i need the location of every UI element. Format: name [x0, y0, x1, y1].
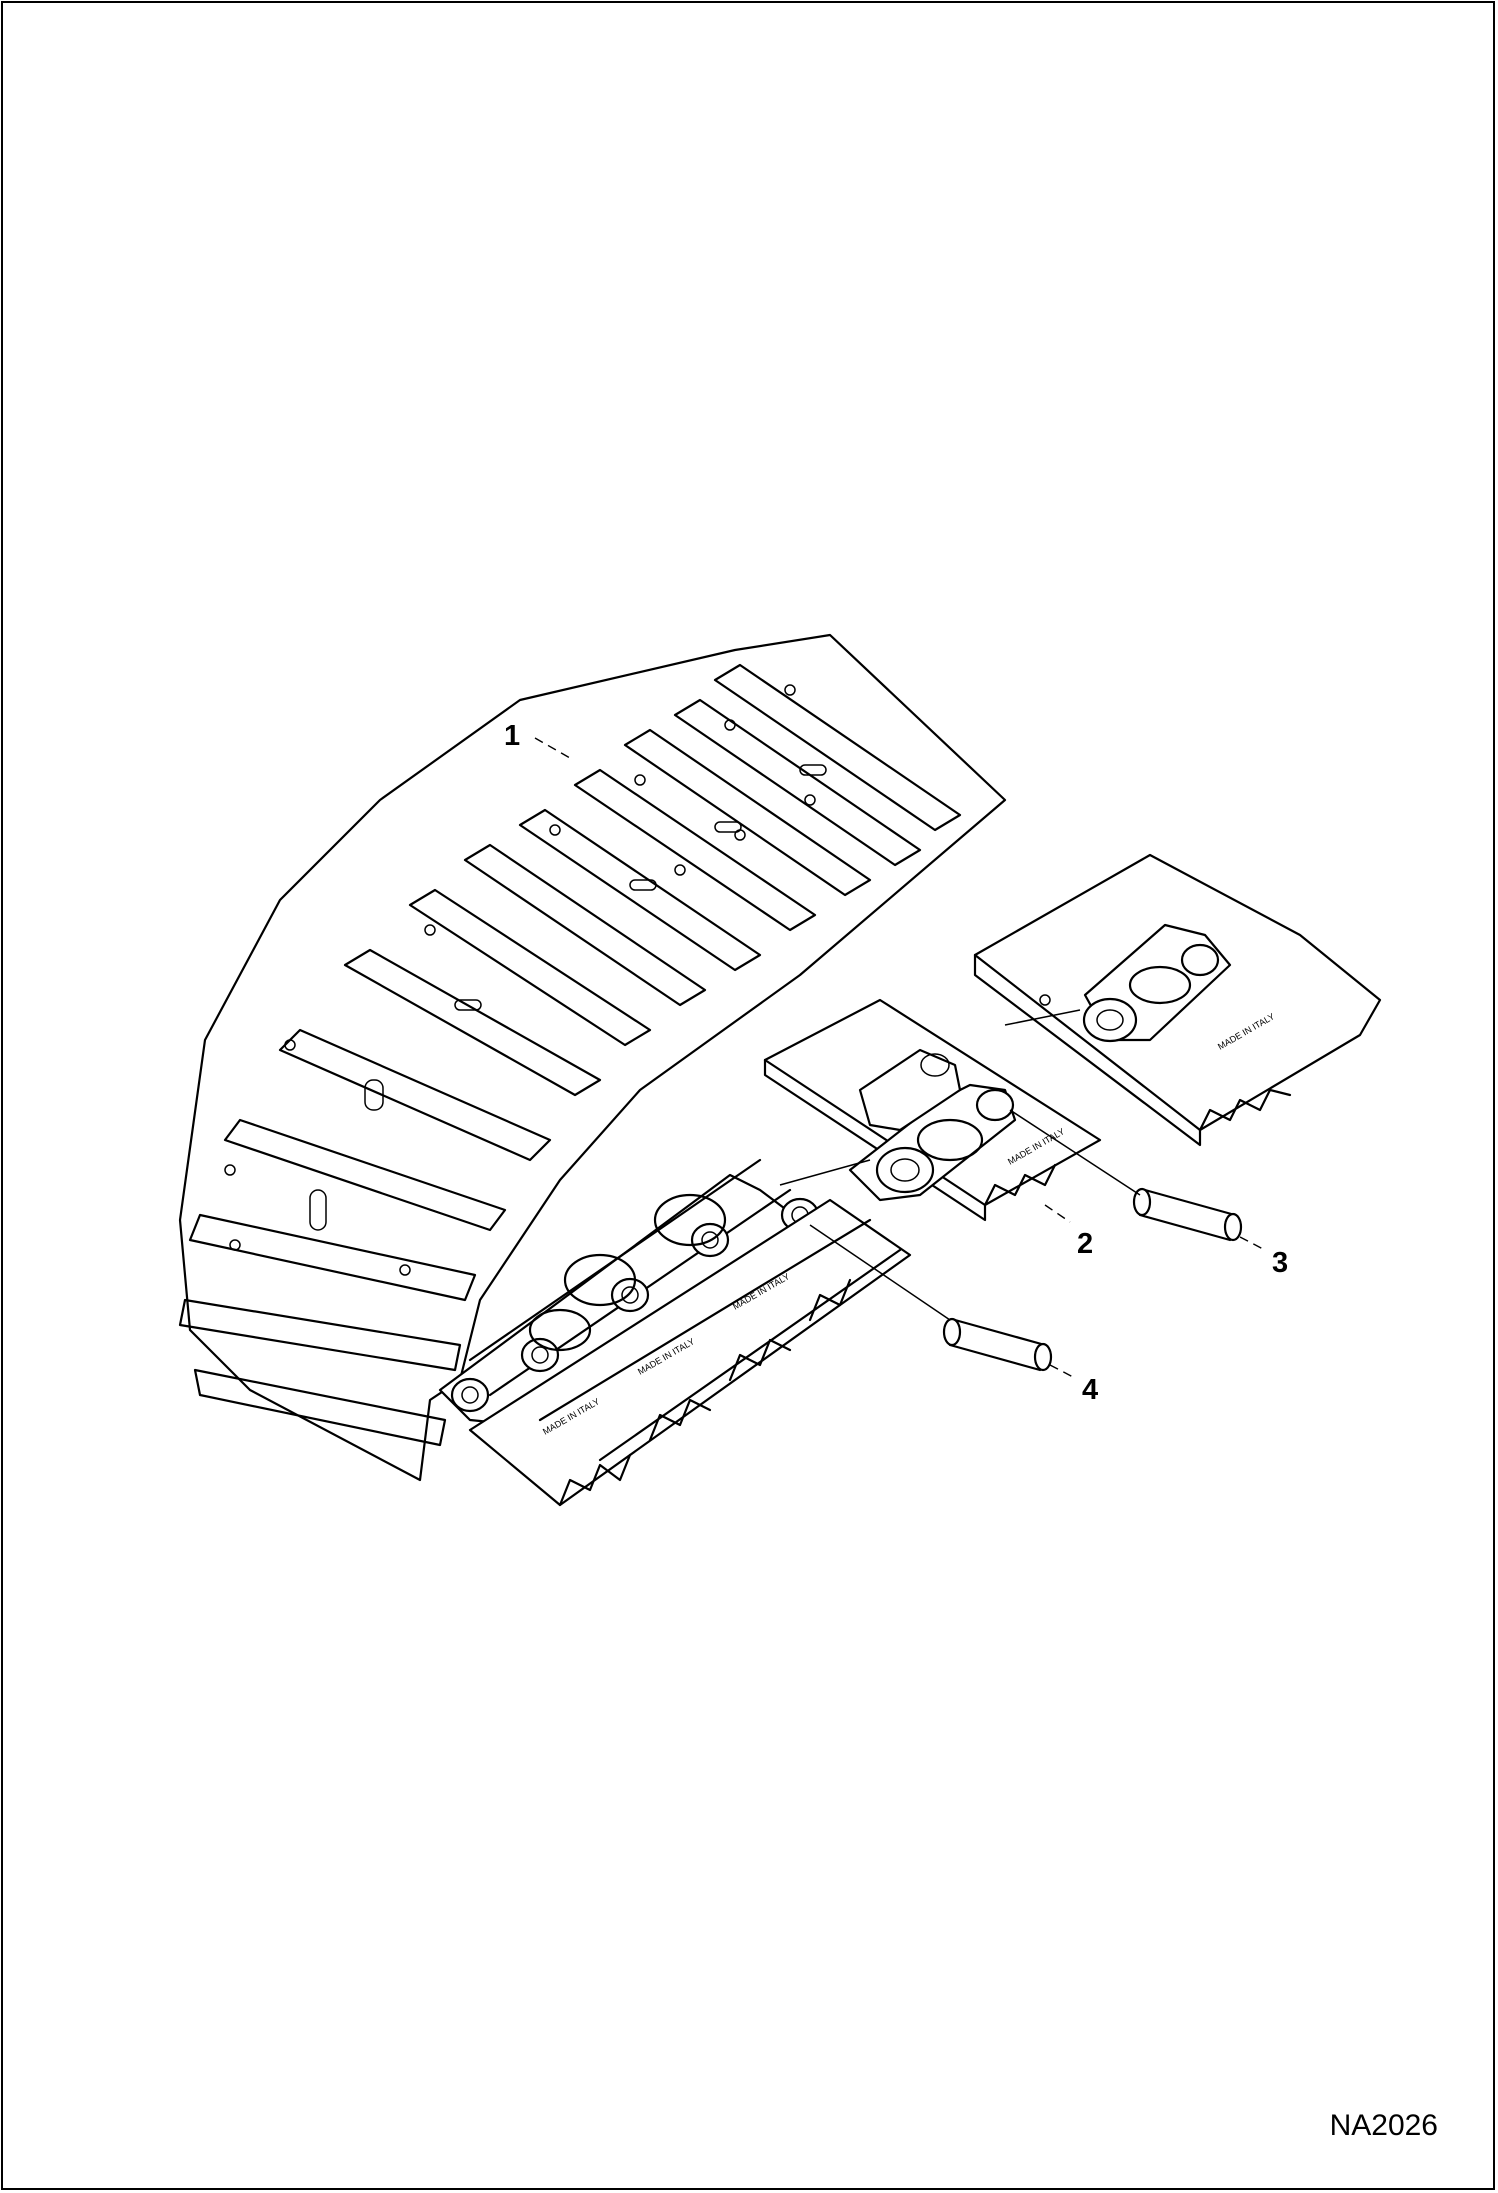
lower-shoes: MADE IN ITALY MADE IN ITALY MADE IN ITAL… — [468, 1198, 912, 1507]
leader-line-4 — [1049, 1364, 1076, 1379]
shoe-bolt-holes — [224, 684, 816, 1276]
alignment-lines — [779, 1009, 1141, 1321]
track-end-section: MADE IN ITALY — [973, 853, 1382, 1147]
callout-1: 1 — [504, 720, 520, 752]
shoe-slots — [309, 764, 827, 1231]
leader-line-1 — [534, 737, 571, 759]
pin-item-4 — [942, 1317, 1053, 1372]
callout-4: 4 — [1082, 1374, 1098, 1406]
track-shoes — [178, 663, 962, 1447]
callouts: 1 2 3 4 — [504, 720, 1288, 1406]
pin-item-3 — [1132, 1187, 1243, 1242]
leader-line-2 — [1044, 1204, 1071, 1223]
callout-3: 3 — [1272, 1247, 1288, 1279]
callout-2: 2 — [1077, 1228, 1093, 1260]
track-assembly: MADE IN ITALY MADE IN ITALY MADE IN ITAL… — [178, 633, 1007, 1507]
track-chain-links — [438, 1158, 820, 1427]
leader-line-3 — [1239, 1236, 1266, 1251]
drawing-code: NA2026 — [1329, 2109, 1438, 2142]
track-link-section: MADE IN ITALY — [763, 998, 1102, 1222]
